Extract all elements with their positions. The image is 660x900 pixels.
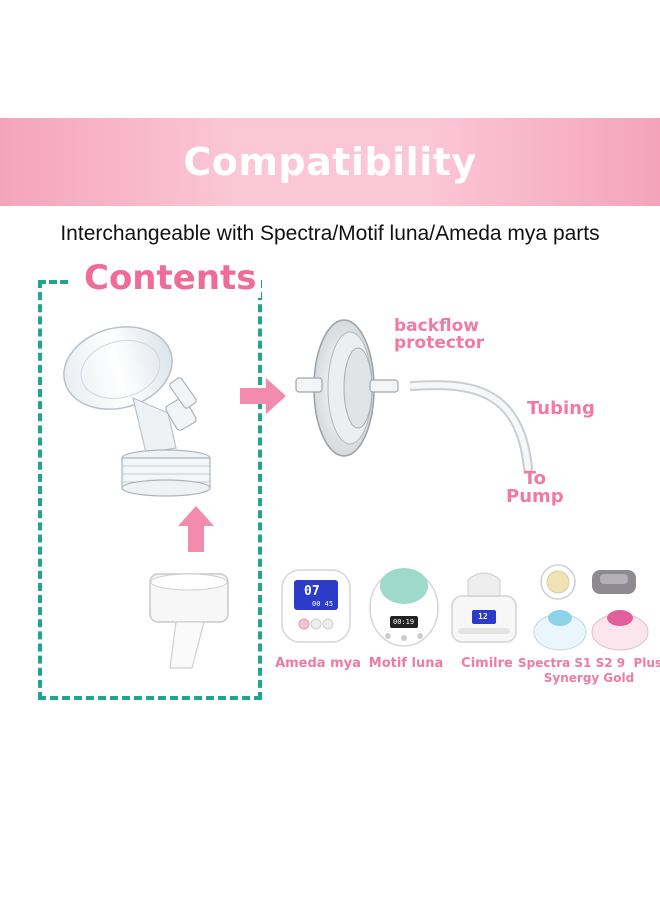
to-pump-label: To Pump xyxy=(506,468,564,507)
flange-image xyxy=(63,326,211,497)
compatibility-subtitle: Interchangeable with Spectra/Motif luna/… xyxy=(60,222,600,245)
compatibility-banner: Compatibility xyxy=(0,118,660,206)
ameda-screen-big: 07 xyxy=(304,584,320,599)
right-arrow-icon xyxy=(240,378,286,414)
backflow-protector-image xyxy=(295,319,399,457)
up-arrow-icon xyxy=(178,506,214,552)
ameda-mya-device-image xyxy=(281,569,351,643)
motif-luna-device-image xyxy=(369,568,439,647)
contents-box-top-left xyxy=(38,280,68,284)
device-label-cimilre: Cimilre xyxy=(461,656,513,671)
contents-box xyxy=(38,280,262,700)
motif-screen: 00:19 xyxy=(393,618,415,626)
duckbill-valve-image xyxy=(149,573,229,669)
cimilre-device-image xyxy=(451,572,517,643)
device-label-ameda-mya: Ameda mya xyxy=(275,656,361,671)
banner-title: Compatibility xyxy=(183,140,477,184)
device-label-motif-luna: Motif luna xyxy=(368,656,444,671)
device-label-spectra: Spectra S1 S2 9 Plus Synergy Gold xyxy=(518,656,660,685)
spectra-devices-image xyxy=(533,564,649,651)
backflow-protector-label: backflow protector xyxy=(394,316,485,353)
tubing-image xyxy=(410,380,533,473)
contents-label: Contents xyxy=(80,258,261,298)
ameda-screen-small: 00 45 xyxy=(312,600,334,608)
cimilre-screen: 12 xyxy=(478,612,488,621)
tubing-label: Tubing xyxy=(527,398,595,419)
